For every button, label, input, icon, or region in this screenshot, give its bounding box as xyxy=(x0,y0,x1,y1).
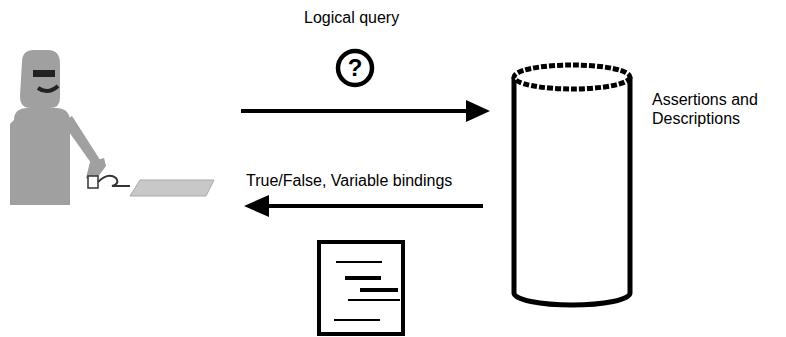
node-outline xyxy=(510,62,634,308)
query-arrow xyxy=(241,100,490,122)
user-figure xyxy=(10,50,130,205)
result-document xyxy=(319,242,403,334)
answer-arrow xyxy=(244,195,483,217)
query-symbol: ? xyxy=(328,48,382,88)
query-circle: ? xyxy=(328,48,382,88)
keyboard xyxy=(130,180,214,196)
arrow-label: Logical query xyxy=(302,8,401,27)
arrow-label: True/False, Variable bindings xyxy=(244,171,454,190)
database-cylinder: Assertions and Descriptions xyxy=(510,62,634,308)
store-label: Assertions and Descriptions xyxy=(652,90,782,128)
